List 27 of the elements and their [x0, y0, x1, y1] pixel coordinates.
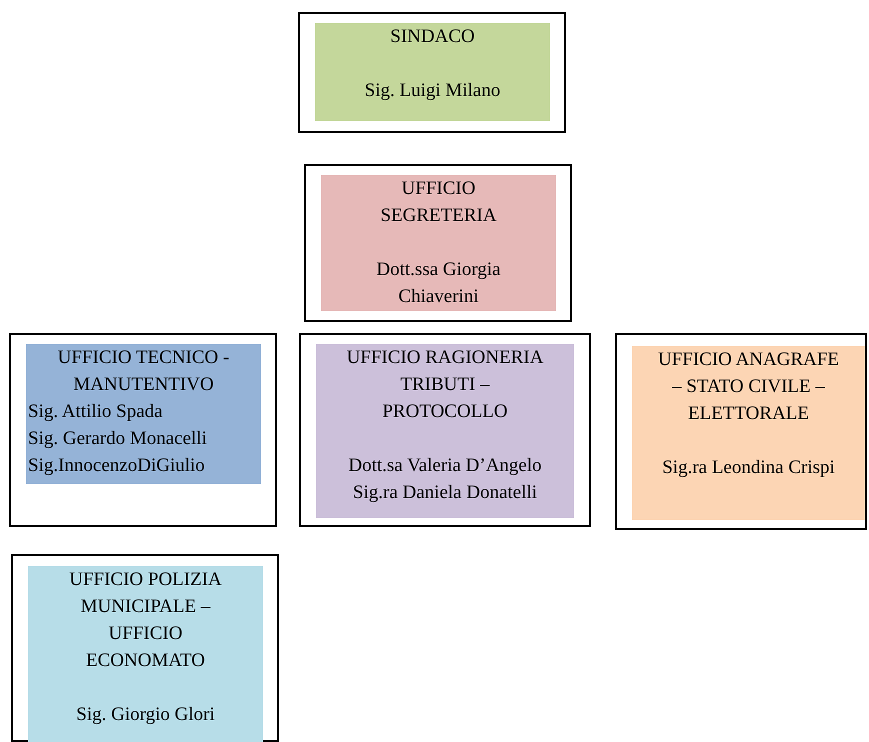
staff-name: Sig.ra Daniela Donatelli [352, 481, 538, 505]
office-title: UFFICIO SEGRETERIA [379, 177, 498, 228]
staff-name: Dott.ssa Giorgia Chiaverini [375, 258, 502, 309]
staff-name: Sig.ra Leondina Crispi [661, 456, 836, 480]
office-card [26, 344, 261, 484]
office-card [315, 23, 550, 121]
frame-box [298, 12, 566, 133]
staff-name: Sig.InnocenzoDiGiulio [27, 454, 206, 478]
staff-name: Sig. Giorgio Glori [75, 703, 216, 727]
frame-box [11, 554, 279, 742]
frame-box [304, 164, 572, 322]
office-title: UFFICIO ANAGRAFE – STATO CIVILE – ELETTORALE [656, 348, 840, 426]
office-title: UFFICIO POLIZIA MUNICIPALE – UFFICIO ECONOMATO [68, 568, 223, 673]
office-card [632, 346, 865, 520]
office-title: UFFICIO TECNICO - MANUTENTIVO [56, 346, 230, 397]
office-title: SINDACO [389, 25, 476, 49]
office-title: UFFICIO RAGIONERIA TRIBUTI – PROTOCOLLO [346, 346, 544, 424]
office-card [321, 175, 556, 311]
frame-box [299, 333, 591, 527]
frame-box [9, 333, 277, 527]
staff-name: Sig. Luigi Milano [364, 79, 502, 103]
frame-box [615, 333, 867, 530]
office-card [316, 344, 574, 518]
office-card [28, 566, 263, 742]
staff-name: Sig. Gerardo Monacelli [27, 427, 208, 451]
staff-name: Sig. Attilio Spada [27, 400, 164, 424]
staff-name: Dott.sa Valeria D’Angelo [347, 454, 543, 478]
